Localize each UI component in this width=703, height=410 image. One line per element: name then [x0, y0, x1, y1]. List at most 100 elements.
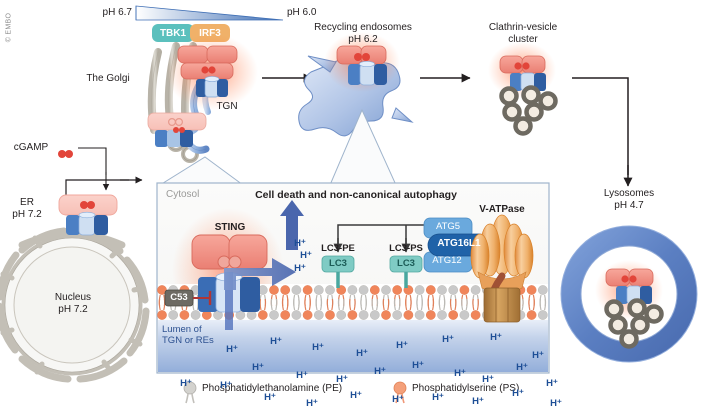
lipid-tail: [259, 298, 267, 311]
lipid-head: [414, 310, 425, 320]
cgamp-leader-line: [78, 147, 107, 175]
lipid-tail: [360, 298, 367, 311]
lipid-tail: [158, 298, 166, 311]
lipid-head: [369, 285, 380, 295]
proton-lumen-17: H⁺: [516, 362, 528, 373]
v-atpase: [470, 214, 534, 323]
proton-lumen-2: H⁺: [312, 342, 324, 353]
lipid-tail: [449, 298, 457, 311]
lc3-chip-pe: LC3: [329, 258, 347, 269]
c53-inhibitor: [164, 289, 212, 307]
lipid-head: [269, 285, 279, 295]
proton-lumen-1: H⁺: [270, 336, 282, 347]
proton-lumen-10: H⁺: [252, 362, 264, 373]
lipid-head: [257, 310, 268, 320]
lipid-head: [459, 285, 470, 295]
lipid-tail: [427, 298, 435, 311]
lipid-head: [291, 310, 302, 320]
lipid-tail: [371, 298, 379, 311]
lipid-head: [302, 285, 313, 295]
proton-lumen-22: H⁺: [392, 394, 404, 405]
proton-lumen-12: H⁺: [336, 374, 348, 385]
proton-lumen-8: H⁺: [180, 378, 192, 389]
lipid-tail: [337, 298, 345, 311]
lipid-head: [347, 285, 358, 295]
atg16l1-label: ATG16L1: [437, 238, 481, 249]
lipid-head: [414, 285, 425, 295]
proton-lumen-4: H⁺: [396, 340, 408, 351]
lipid-tail: [416, 298, 423, 311]
lipid-tail: [304, 298, 311, 311]
lipid-head: [425, 310, 436, 320]
ph-gradient-wedge: [135, 5, 284, 21]
lipid-head: [291, 285, 302, 295]
clathrin-vesicle-cluster: [488, 42, 558, 136]
lipid-head: [313, 310, 324, 320]
proton-lumen-25: H⁺: [512, 388, 524, 399]
lipid-tail: [472, 298, 479, 311]
cgamp-molecule: [58, 150, 73, 158]
lipid-head: [358, 285, 369, 295]
lipid-head: [459, 310, 470, 320]
lipid-head: [302, 310, 313, 320]
proton-cytosol-1: H⁺: [300, 250, 312, 261]
lysosome: [560, 225, 698, 363]
lysosomes-label: Lysosomes pH 4.7: [603, 188, 655, 211]
lipid-tail: [270, 298, 278, 311]
atg12-label: ATG12: [432, 255, 462, 266]
er-label: ER pH 7.2: [12, 197, 42, 220]
lipid-head: [425, 285, 436, 295]
proton-lumen-21: H⁺: [350, 390, 362, 401]
lipid-head: [179, 310, 190, 320]
lipid-tail: [438, 298, 446, 311]
legend-ps-icon: [393, 381, 407, 404]
recycling-endosome: [298, 32, 414, 137]
lipid-head: [526, 285, 537, 295]
lipid-tail: [393, 298, 401, 311]
lipid-tail: [349, 298, 356, 311]
lipid-head: [448, 310, 459, 320]
golgi-label: The Golgi: [86, 73, 130, 84]
lipid-head: [392, 285, 403, 295]
legend-ps-label: Phosphatidylserine (PS): [412, 383, 520, 394]
lipid-head: [437, 310, 447, 320]
sting-inactive-golgi: [147, 112, 207, 147]
lipid-tail: [539, 298, 547, 311]
proton-lumen-26: H⁺: [550, 398, 562, 409]
proton-lumen-9: H⁺: [220, 380, 232, 391]
lipid-head: [168, 310, 179, 320]
proton-cytosol-2: H⁺: [294, 263, 306, 274]
lipid-head: [269, 310, 279, 320]
lipid-head: [392, 310, 403, 320]
lipid-head: [358, 310, 369, 320]
lumen-region: [158, 320, 548, 372]
lc3-chip-ps: LC3: [397, 258, 415, 269]
proton-lumen-7: H⁺: [532, 350, 544, 361]
lipid-tail: [281, 298, 289, 311]
cell-death-arrow: [280, 200, 304, 250]
proton-lumen-18: H⁺: [546, 378, 558, 389]
proton-lumen-11: H⁺: [296, 370, 308, 381]
arrow-clathrin-to-lysosome-path: [572, 77, 629, 175]
copyright-credit: © EMBO: [5, 12, 13, 43]
lipid-head: [537, 310, 548, 320]
lipid-head: [369, 310, 380, 320]
proton-lumen-6: H⁺: [490, 332, 502, 343]
lipid-tail: [315, 298, 323, 311]
sting-channel-panel: [191, 234, 296, 330]
lipid-head: [403, 310, 414, 320]
proton-lumen-0: H⁺: [226, 344, 238, 355]
nucleus-label: Nucleus pH 7.2: [54, 292, 92, 315]
proton-lumen-19: H⁺: [264, 392, 276, 403]
lipid-head: [325, 285, 335, 295]
lc3-ps-group: [389, 255, 423, 288]
vatpase-label: V-ATPase: [479, 204, 525, 215]
c53-label: C53: [170, 292, 188, 303]
sting-label: STING: [214, 222, 246, 233]
lipid-head: [448, 285, 459, 295]
lipid-head: [437, 285, 447, 295]
clathrin-cluster-label: Clathrin-vesicle cluster: [488, 22, 558, 45]
ph-right-label: pH 6.0: [287, 7, 317, 18]
lipid-tail: [293, 298, 300, 311]
